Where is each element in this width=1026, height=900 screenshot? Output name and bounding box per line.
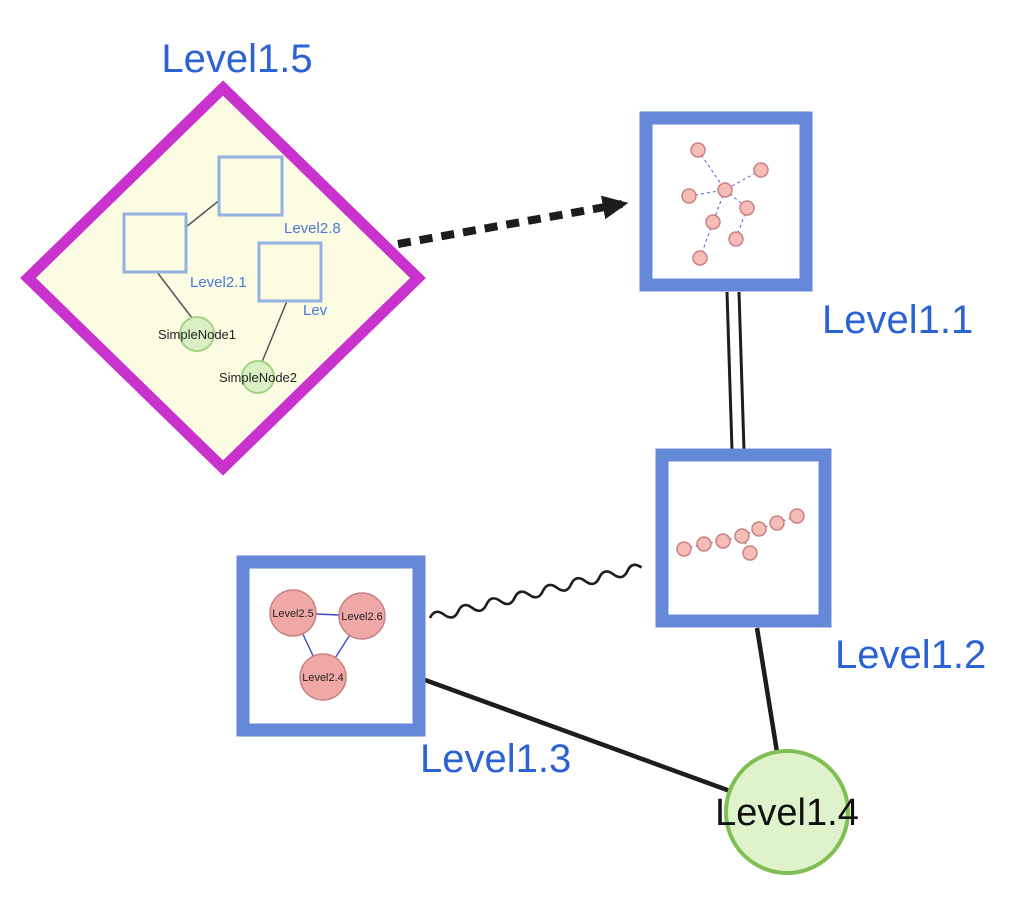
label-level2-6: Level2.6 (341, 611, 383, 623)
label-level2-1: Level2.1 (190, 274, 247, 291)
mini-node[interactable] (751, 521, 767, 537)
label-level1-3: Level1.3 (420, 737, 571, 781)
node-level2-5[interactable] (269, 589, 317, 637)
node-level2-4[interactable] (299, 653, 347, 701)
double-edge-line[interactable] (725, 291, 734, 451)
edge-level1-3-to-level1-4[interactable] (424, 677, 731, 794)
edge-level1-1-to-level1-2[interactable] (725, 291, 746, 451)
edge-level2-1-to-level2-8[interactable] (185, 198, 222, 228)
label-level1-2: Level1.2 (835, 633, 986, 677)
mini-node[interactable] (692, 250, 708, 266)
label-level1-1: Level1.1 (822, 298, 973, 342)
label-simplenode2: SimpleNode2 (219, 370, 297, 385)
edge-level2-1-to-simplenode1[interactable] (156, 271, 193, 319)
mini-node[interactable] (717, 182, 733, 198)
mini-node[interactable] (728, 231, 744, 247)
mini-node[interactable] (690, 142, 706, 158)
mini-node[interactable] (789, 508, 805, 524)
group-node-level1-3[interactable] (236, 555, 426, 737)
group-node-level1-5[interactable] (20, 80, 426, 476)
edge-level1-2-to-level1-4[interactable] (754, 627, 780, 753)
mini-node[interactable] (734, 528, 750, 544)
mini-node[interactable] (676, 541, 692, 557)
node-level1-4[interactable] (724, 749, 850, 875)
mini-edge[interactable] (724, 189, 748, 209)
mini-node[interactable] (715, 533, 731, 549)
mini-edge[interactable] (697, 149, 726, 191)
edge-level2-x-to-simplenode2[interactable] (261, 300, 288, 363)
group-node-level1-1[interactable] (639, 111, 813, 292)
mini-graph-level1-2 (676, 508, 805, 561)
mini-node[interactable] (753, 162, 769, 178)
group-node-level2-8[interactable] (217, 155, 284, 217)
edge-level1-3-to-level1-2[interactable] (428, 563, 643, 622)
group-node-level2-x[interactable] (257, 241, 323, 303)
label-level1-4: Level1.4 (715, 792, 859, 834)
label-level1-5: Level1.5 (161, 37, 312, 81)
label-simplenode1: SimpleNode1 (158, 327, 236, 342)
node-level2-6[interactable] (338, 592, 386, 640)
mini-node[interactable] (696, 536, 712, 552)
group-node-level2-1[interactable] (122, 212, 188, 274)
mini-node[interactable] (681, 188, 697, 204)
mini-node[interactable] (769, 515, 785, 531)
double-edge-line[interactable] (737, 291, 746, 451)
edge-level1-5-to-level1-1[interactable] (397, 195, 629, 248)
label-level2-8: Level2.8 (284, 220, 341, 237)
node-simplenode2[interactable] (241, 360, 275, 394)
mini-node[interactable] (742, 545, 758, 561)
label-level2-x: Lev (303, 302, 328, 319)
mini-node[interactable] (705, 214, 721, 230)
label-level2-4: Level2.4 (302, 672, 344, 684)
mini-graph-level1-1 (681, 142, 769, 266)
label-level2-5: Level2.5 (272, 608, 314, 620)
subgraph-level1-3: Level2.5 Level2.6 Level2.4 (269, 589, 386, 701)
mini-node[interactable] (739, 200, 755, 216)
node-simplenode1[interactable] (179, 316, 215, 352)
